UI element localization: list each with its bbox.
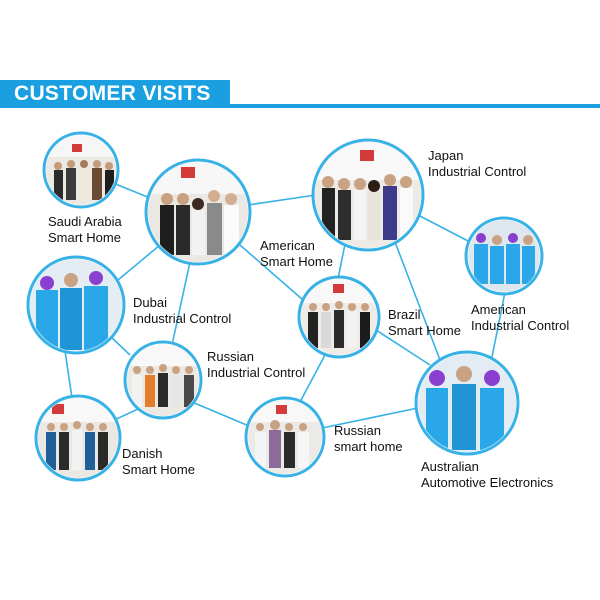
visit-photo-american-smart-home: [144, 158, 252, 266]
header-banner: [0, 80, 230, 108]
visit-photo-american-industrial: [464, 216, 544, 296]
header-rule: [230, 104, 600, 108]
visit-photo-japan: [311, 138, 425, 252]
visit-photo-australian: [414, 350, 520, 456]
visit-photo-russian-industrial: [123, 340, 203, 420]
connector: [247, 194, 317, 206]
visit-photo-dubai: [26, 255, 126, 355]
connector: [111, 244, 161, 286]
connector: [321, 407, 419, 429]
visit-photo-russian-smart-home: [244, 396, 326, 478]
connector: [337, 243, 346, 280]
visit-photo-brazil: [297, 275, 381, 359]
connector: [491, 291, 506, 358]
connector: [171, 261, 191, 346]
connector: [191, 401, 250, 427]
visit-photo-saudi: [42, 131, 120, 209]
connector: [417, 214, 471, 243]
connector: [112, 182, 151, 199]
visit-photo-danish: [34, 394, 122, 482]
page-title: CUSTOMER VISITS: [14, 82, 211, 105]
connector: [64, 350, 73, 399]
connector: [375, 329, 431, 366]
connector: [109, 335, 131, 356]
connector: [239, 244, 304, 301]
connector-lines: [64, 182, 506, 429]
connector: [394, 241, 441, 361]
connector: [299, 354, 326, 403]
